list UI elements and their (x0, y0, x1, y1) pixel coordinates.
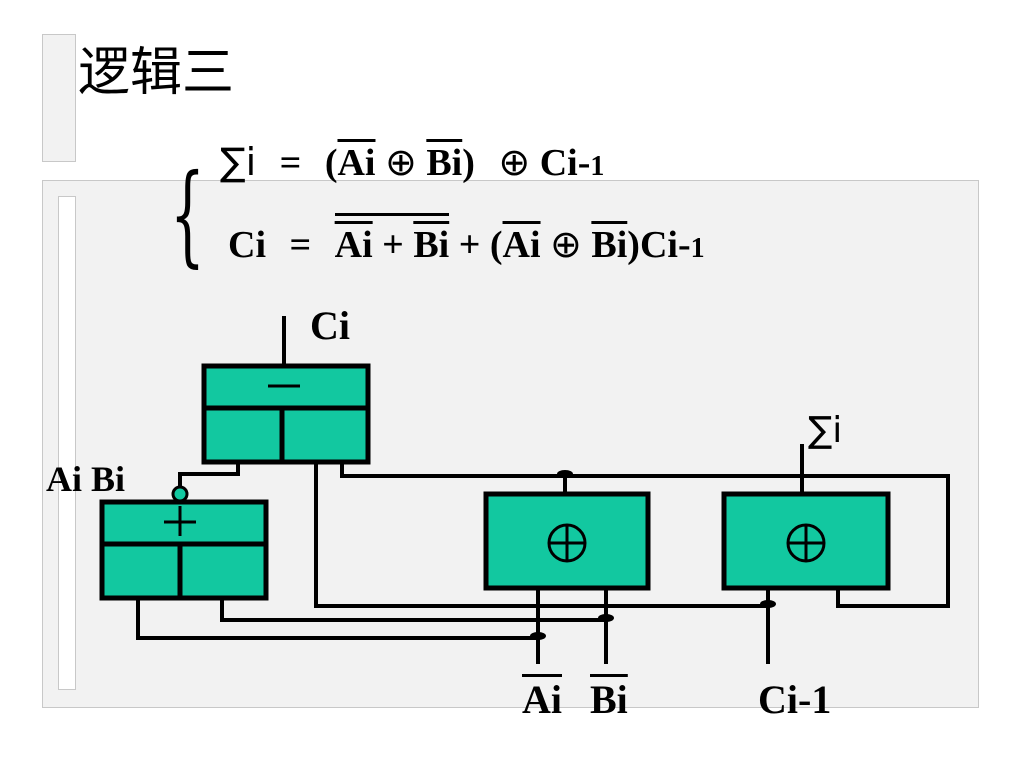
xor-gate-1 (483, 491, 651, 591)
nand-group: Ai + Bi (334, 213, 450, 267)
paren-open: ( (324, 142, 338, 184)
xor-symbol: ⊕ (384, 140, 417, 184)
top-rail-wire (340, 462, 950, 608)
plus-sign-2: + (458, 224, 481, 266)
formula-sum: ∑i = (Ai ⊕ Bi) ⊕ Ci-1 (220, 140, 604, 185)
label-ci-top: Ci (310, 303, 350, 348)
lower-right-wire (220, 598, 606, 622)
equals-sign-2: = (289, 224, 312, 266)
ai-bar-2: Ai (334, 224, 373, 266)
bi-bar-3: Bi (591, 224, 628, 266)
inverter-bubble (171, 485, 189, 503)
label-sum-output: ∑i (808, 410, 843, 451)
paren-close: ) (462, 142, 475, 184)
gate-body (201, 363, 371, 465)
left-brace: { (170, 150, 205, 278)
ai-bar-3: Ai (502, 224, 541, 266)
equals-sign: = (279, 142, 302, 184)
xor-symbol-2: ⊕ (498, 140, 531, 184)
top-or-gate (201, 363, 371, 465)
xor-symbol-3: ⊕ (550, 222, 582, 266)
bi-bar-2: Bi (413, 224, 450, 266)
label-ci-minus1: Ci-1 (758, 677, 832, 722)
carry-in: Ci- (539, 142, 591, 184)
carry-in-sub-2: 1 (690, 233, 705, 264)
gate-body (483, 491, 651, 591)
junction-dot (530, 632, 546, 640)
lower-or-gate (99, 485, 269, 601)
panel-decor-bar (58, 196, 76, 690)
ai-bar: Ai (337, 142, 376, 184)
formula-carry: Ci = Ai + Bi + (Ai ⊕ Bi)Ci-1 (228, 213, 705, 267)
carry-out: Ci (228, 224, 266, 266)
wire-top-to-lower (178, 462, 240, 490)
gate-body (99, 499, 269, 601)
title-decor-bar (42, 34, 76, 162)
paren-open-2: ( (489, 224, 503, 266)
junction-dot (760, 600, 776, 608)
mid-feed-wire (314, 462, 768, 608)
lower-left-wire (136, 598, 538, 640)
overall-overbar (334, 213, 450, 216)
label-bi-input: Bi (590, 677, 628, 722)
plus-sign: + (382, 224, 404, 266)
bi-bar: Bi (426, 142, 463, 184)
slide-title: 逻辑三 (78, 43, 235, 103)
paren-close-2: ) (627, 224, 640, 266)
carry-in-2: Ci- (639, 224, 691, 266)
sum-symbol: ∑i (220, 140, 257, 184)
carry-in-sub: 1 (590, 151, 605, 182)
xor-gate-2 (721, 491, 891, 591)
junction-dot (557, 470, 573, 478)
label-ai-input: Ai (522, 677, 562, 722)
label-ai-bi: Ai Bi (46, 459, 126, 499)
junctions (530, 470, 776, 640)
junction-dot (598, 614, 614, 622)
